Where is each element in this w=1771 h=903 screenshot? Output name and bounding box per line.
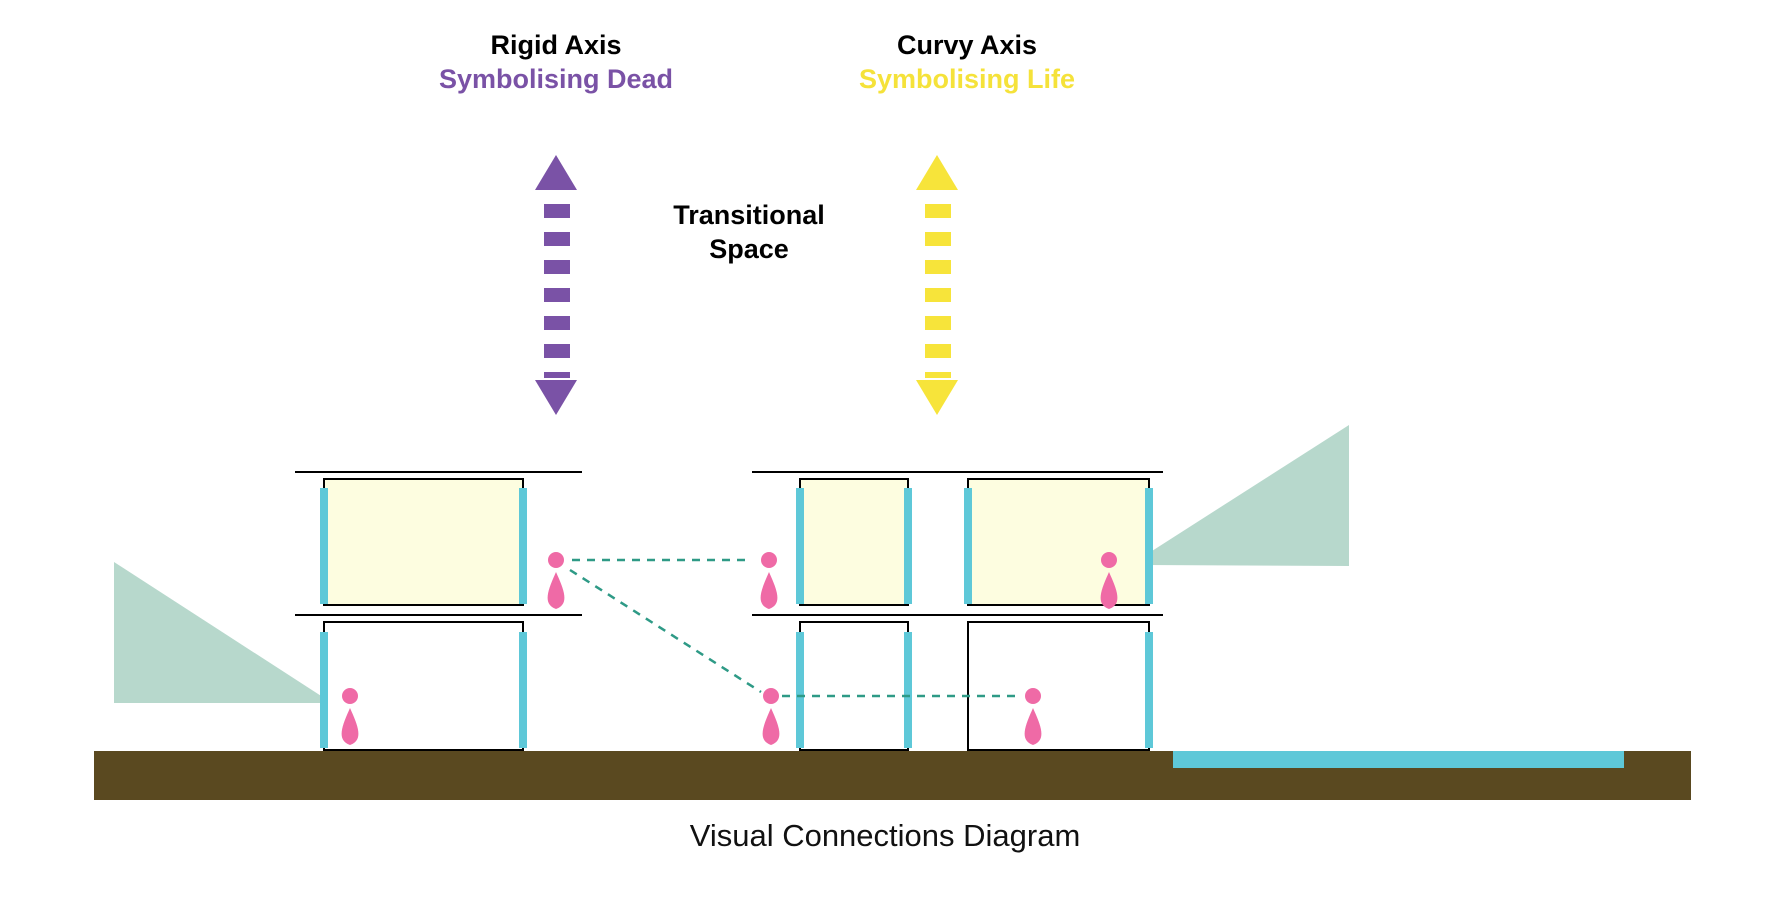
left-upper-window-right (519, 488, 527, 604)
rigid-axis-dash (544, 316, 570, 330)
right-upper-window (1145, 488, 1153, 604)
curvy-axis-arrowhead-up (916, 155, 958, 190)
people (341, 552, 1118, 745)
curvy-axis-dash (925, 232, 951, 246)
curvy-axis-arrowhead-down (916, 380, 958, 415)
curvy-axis-dash (925, 372, 951, 378)
right-upper-window (964, 488, 972, 604)
rigid-axis-dash (544, 344, 570, 358)
person-icon (762, 688, 780, 745)
curvy-axis-title: Curvy Axis (897, 30, 1037, 60)
person-icon (1024, 688, 1042, 745)
person-icon (341, 688, 359, 745)
right-lower-window (796, 632, 804, 748)
left-lower-window-left (320, 632, 328, 748)
curvy-axis-dash (925, 288, 951, 302)
sight-line-diagonal (569, 568, 762, 694)
rigid-axis-dash (544, 260, 570, 274)
rigid-axis-dash (544, 288, 570, 302)
water-body (1173, 751, 1624, 768)
curvy-axis-arrow (916, 155, 958, 415)
right-lower-room-b (967, 621, 1150, 751)
rigid-axis-title: Rigid Axis (490, 30, 621, 60)
transitional-space-label-line2: Space (709, 234, 789, 264)
sight-lines (569, 558, 1020, 698)
diagram-caption: Visual Connections Diagram (690, 818, 1081, 853)
curvy-axis-dash (925, 344, 951, 358)
curvy-axis-dash (925, 260, 951, 274)
transitional-space-label-line1: Transitional (673, 200, 825, 230)
right-lower-window (1145, 632, 1153, 748)
left-view-cone (114, 562, 332, 703)
person-icon (760, 552, 778, 609)
person-icon (1100, 552, 1118, 609)
rigid-axis-dash (544, 204, 570, 218)
right-upper-window (796, 488, 804, 604)
rigid-axis-dash (544, 372, 570, 378)
curvy-axis-dash (925, 316, 951, 330)
right-view-cone (1130, 425, 1349, 566)
right-upper-room-a (799, 478, 909, 606)
rigid-axis-arrowhead-up (535, 155, 577, 190)
right-lower-room-a (799, 621, 909, 751)
right-lower-window (904, 632, 912, 748)
left-lower-window-right (519, 632, 527, 748)
rigid-axis-arrowhead-down (535, 380, 577, 415)
right-upper-window (904, 488, 912, 604)
rigid-axis-subtitle: Symbolising Dead (439, 64, 673, 94)
rigid-axis-arrow (535, 155, 577, 415)
curvy-axis-subtitle: Symbolising Life (859, 64, 1075, 94)
rigid-axis-dash (544, 232, 570, 246)
left-upper-room (323, 478, 524, 606)
curvy-axis-dash (925, 204, 951, 218)
person-icon (547, 552, 565, 609)
right-building (752, 471, 1163, 751)
right-upper-room-b (967, 478, 1150, 606)
left-building (295, 471, 582, 751)
left-upper-window-left (320, 488, 328, 604)
